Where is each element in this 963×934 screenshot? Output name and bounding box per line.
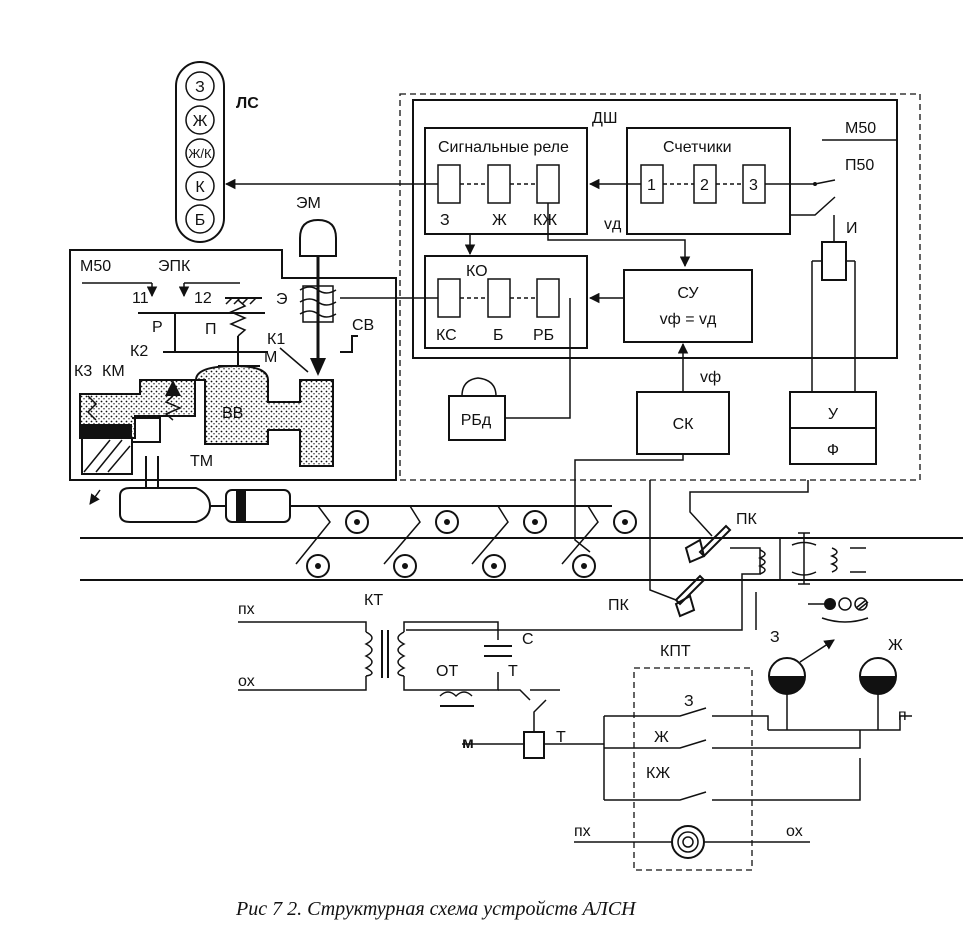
ls-lamp-b: Б (185, 204, 215, 234)
ko-relay-b-label: Б (493, 327, 504, 344)
svg-text:Б: Б (195, 212, 206, 229)
ko-block: КО КС Б РБ (424, 255, 588, 349)
pk-top-coil: ПК (684, 511, 758, 564)
signal-z: З (768, 629, 835, 730)
pk-bottom-coil: ПК (608, 574, 706, 618)
px-bottom-label: пх (574, 823, 591, 840)
signal-relays-title: Сигнальные реле (438, 139, 569, 156)
f-label: Ф (827, 442, 839, 459)
counter-1-label: 1 (647, 177, 656, 194)
t-contact-label: Т (508, 663, 518, 680)
track-circuit-transformers (406, 532, 866, 631)
tm-label: ТМ (190, 453, 213, 470)
wheelset-group (295, 505, 637, 578)
ox-left-label: ох (238, 673, 255, 690)
ox-bottom-label: ох (786, 823, 803, 840)
m-label: М (264, 349, 277, 366)
uf-block: У Ф (789, 391, 877, 465)
dsh-m50-label: М50 (845, 120, 876, 137)
su-title: СУ (677, 285, 699, 302)
epk-title: ЭПК (158, 258, 191, 275)
svg-text:Ж/К: Ж/К (188, 146, 212, 161)
epk-chamber-bb (194, 364, 334, 467)
bb-label: ВВ (222, 405, 243, 422)
p-label: П (205, 321, 217, 338)
kpt-label: КПТ (660, 643, 691, 660)
sk-label: СК (673, 416, 695, 433)
su-block: СУ vф = vд (623, 269, 753, 343)
signal-z-label: З (770, 629, 780, 646)
kpt-contact-z-label: З (684, 693, 694, 710)
px-left-label: пх (238, 601, 255, 618)
r-label: Р (152, 319, 163, 336)
vf-label: vф (700, 369, 721, 386)
ko-title: КО (466, 263, 488, 280)
dsh-p50-label: П50 (845, 157, 874, 174)
signal-relays-block: Сигнальные реле З Ж КЖ (424, 127, 588, 235)
dsh-region-outline (399, 93, 921, 481)
sk-block: СК (636, 391, 730, 455)
p-label: п (898, 707, 907, 724)
ko-relay-rb-label: РБ (533, 327, 554, 344)
counters-title: Счетчики (663, 139, 732, 156)
kt-label: КТ (364, 592, 383, 609)
ls-lamp-unit: З Ж Ж/К К Б ЛС (175, 61, 259, 243)
c-label: С (522, 631, 534, 648)
figure-caption: Рис 7 2. Структурная схема устройств АЛС… (235, 898, 637, 920)
k3-label: К3 (74, 363, 92, 380)
ls-title: ЛС (236, 95, 259, 112)
em-label: ЭМ (296, 195, 321, 212)
i-sensor: И (811, 215, 858, 392)
ls-lamp-zhk: Ж/К (185, 138, 215, 168)
su-formula: vф = vд (660, 311, 717, 328)
svg-text:К: К (195, 179, 205, 196)
signal-zh-label: Ж (888, 637, 903, 654)
epk-m50-label: М50 (80, 258, 111, 275)
svg-text:Ж: Ж (193, 113, 208, 130)
epk-block (69, 249, 397, 481)
t-relay-label: Т (556, 729, 566, 746)
sv-label: СВ (352, 317, 374, 334)
rbd-label: РБд (461, 412, 492, 429)
rbd-button: РБд (448, 377, 506, 441)
i-label: И (846, 220, 858, 237)
contact-11-label: 11 (132, 290, 149, 307)
kpt-contact-zh-label: Ж (654, 729, 669, 746)
ot-label: ОТ (436, 663, 458, 680)
vd-label: vд (604, 216, 622, 233)
km-label: КМ (102, 363, 125, 380)
k1-label: К1 (267, 331, 285, 348)
ls-lamp-zh: Ж (185, 105, 215, 135)
pk-top-label: ПК (736, 511, 758, 528)
counters-block: Счетчики 1 2 3 (626, 127, 791, 235)
signal-zh: Ж (859, 637, 903, 730)
kpt-contact-kzh-label: КЖ (646, 765, 670, 782)
relay-zh-label: Ж (492, 212, 507, 229)
counter-2-label: 2 (700, 177, 709, 194)
kpt-generator (671, 825, 705, 859)
e-label: Э (276, 291, 288, 308)
kpt-block (633, 667, 753, 871)
counter-3-label: 3 (749, 177, 758, 194)
ko-relay-ks-label: КС (436, 327, 457, 344)
ls-lamp-z: З (185, 71, 215, 101)
k2-label: К2 (130, 343, 148, 360)
dsh-label: ДШ (592, 110, 618, 127)
brake-cylinder (119, 487, 318, 523)
contact-12-label: 12 (194, 290, 212, 307)
rail-indicator (808, 597, 869, 623)
rail-track (80, 537, 963, 581)
relay-z-label: З (440, 212, 450, 229)
em-electromagnet: ЭМ (296, 195, 337, 376)
pk-bottom-label: ПК (608, 597, 630, 614)
dsh-block (412, 99, 898, 359)
svg-text:З: З (195, 79, 205, 96)
ls-lamp-k: К (185, 171, 215, 201)
u-label: У (828, 406, 839, 423)
relay-kzh-label: КЖ (533, 212, 557, 229)
